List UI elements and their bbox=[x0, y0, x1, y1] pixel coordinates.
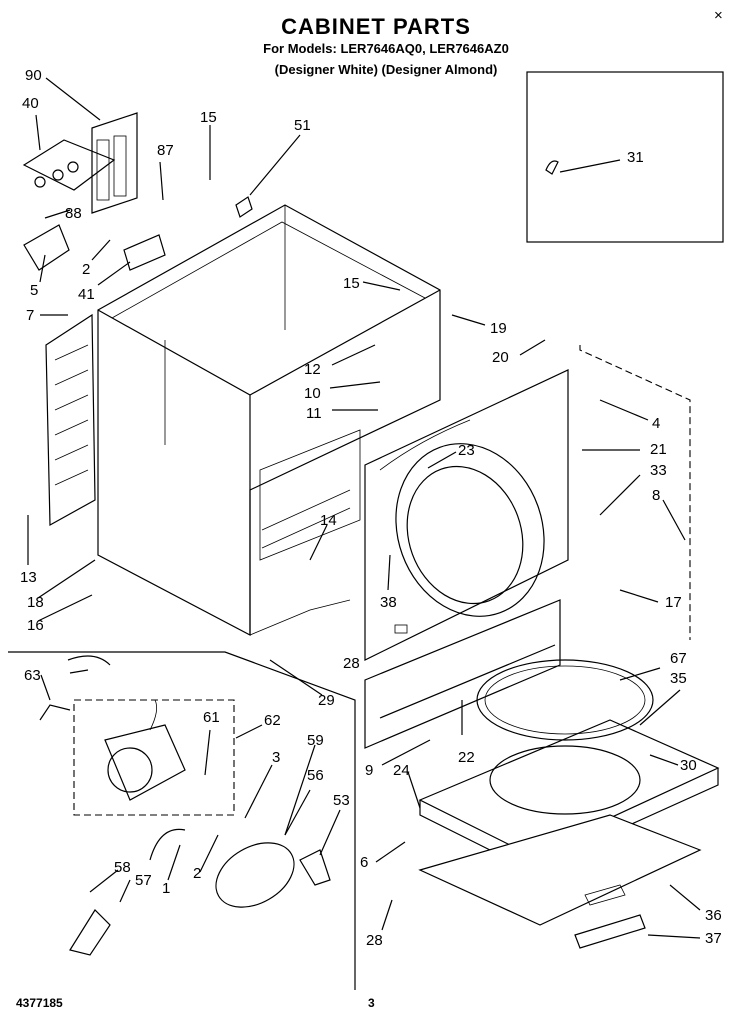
side-panel-7 bbox=[45, 313, 96, 527]
callout-35: 35 bbox=[670, 670, 687, 687]
callout-2b: 2 bbox=[193, 865, 201, 882]
callout-31: 31 bbox=[627, 149, 644, 166]
callout-11: 11 bbox=[306, 405, 322, 422]
part-5-bracket bbox=[23, 224, 70, 271]
callout-58: 58 bbox=[114, 859, 131, 876]
motor-assembly-62-box bbox=[73, 699, 235, 816]
callout-41: 41 bbox=[78, 286, 95, 303]
model-variants: (Designer White) (Designer Almond) bbox=[274, 62, 498, 77]
callout-67: 67 bbox=[670, 650, 687, 667]
callout-13: 13 bbox=[20, 569, 37, 586]
cabinet-body bbox=[97, 204, 441, 636]
callout-88: 88 bbox=[65, 205, 82, 222]
callout-8: 8 bbox=[652, 487, 660, 504]
callout-87: 87 bbox=[157, 142, 174, 159]
toe-panel-22 bbox=[364, 599, 561, 749]
callout-2: 2 bbox=[82, 261, 90, 278]
part-57-bracket bbox=[69, 909, 111, 956]
callout-90: 90 bbox=[25, 67, 42, 84]
callout-20: 20 bbox=[492, 349, 509, 366]
callout-24: 24 bbox=[393, 762, 410, 779]
callout-18: 18 bbox=[27, 594, 44, 611]
callout-56: 56 bbox=[307, 767, 324, 784]
callout-1: 1 bbox=[162, 880, 170, 897]
callout-15b: 15 bbox=[343, 275, 360, 292]
leader-lines bbox=[27, 77, 701, 939]
callout-28: 28 bbox=[343, 655, 360, 672]
front-panel-outline bbox=[579, 345, 691, 640]
callout-6: 6 bbox=[360, 854, 368, 871]
motor-section-border bbox=[8, 651, 356, 990]
callout-4: 4 bbox=[652, 415, 660, 432]
callout-40: 40 bbox=[22, 95, 39, 112]
callout-5: 5 bbox=[30, 282, 38, 299]
callout-7: 7 bbox=[26, 307, 34, 324]
part-31-harness bbox=[545, 160, 559, 175]
part-1-harness bbox=[149, 828, 186, 861]
callout-38: 38 bbox=[380, 594, 397, 611]
callout-33: 33 bbox=[650, 462, 667, 479]
inset-box-31 bbox=[526, 71, 724, 243]
callout-36: 36 bbox=[705, 907, 722, 924]
callout-63: 63 bbox=[24, 667, 41, 684]
motor-62 bbox=[104, 699, 186, 801]
callout-15: 15 bbox=[200, 109, 217, 126]
callout-12: 12 bbox=[304, 361, 321, 378]
seal-67 bbox=[476, 659, 654, 741]
callout-37: 37 bbox=[705, 930, 722, 947]
callout-17: 17 bbox=[665, 594, 682, 611]
corner-mark: × bbox=[714, 7, 723, 24]
callout-22: 22 bbox=[458, 749, 475, 766]
part-90-switch-bracket bbox=[91, 112, 138, 214]
part-code: 4377185 bbox=[16, 996, 63, 1010]
callout-10: 10 bbox=[304, 385, 321, 402]
page-number: 3 bbox=[368, 996, 375, 1010]
part-63-clamp bbox=[67, 655, 111, 666]
part-53-pulley bbox=[299, 849, 331, 886]
callout-21: 21 bbox=[650, 441, 667, 458]
callout-59: 59 bbox=[307, 732, 324, 749]
callout-29: 29 bbox=[318, 692, 335, 709]
callout-61: 61 bbox=[203, 709, 220, 726]
bottom-panel-36 bbox=[418, 814, 702, 926]
model-numbers: For Models: LER7646AQ0, LER7646AZ0 bbox=[263, 41, 509, 56]
callout-62: 62 bbox=[264, 712, 281, 729]
callout-19: 19 bbox=[490, 320, 507, 337]
belt-59 bbox=[215, 842, 295, 908]
callout-30: 30 bbox=[680, 757, 697, 774]
callout-9: 9 bbox=[365, 762, 373, 779]
part-37 bbox=[574, 914, 646, 949]
callout-labels: 90 40 15 51 87 88 2 5 41 7 31 15 19 12 2… bbox=[20, 67, 722, 949]
front-panel-21 bbox=[364, 369, 569, 661]
callout-14: 14 bbox=[320, 512, 337, 529]
callout-53: 53 bbox=[333, 792, 350, 809]
callout-57: 57 bbox=[135, 872, 152, 889]
part-41-plate bbox=[123, 234, 166, 271]
callout-16: 16 bbox=[27, 617, 44, 634]
part-51-clip bbox=[235, 196, 253, 218]
diagram-title: CABINET PARTS bbox=[281, 14, 471, 39]
callout-28b: 28 bbox=[366, 932, 383, 949]
callout-3: 3 bbox=[272, 749, 280, 766]
callout-23: 23 bbox=[458, 442, 475, 459]
callout-51: 51 bbox=[294, 117, 311, 134]
